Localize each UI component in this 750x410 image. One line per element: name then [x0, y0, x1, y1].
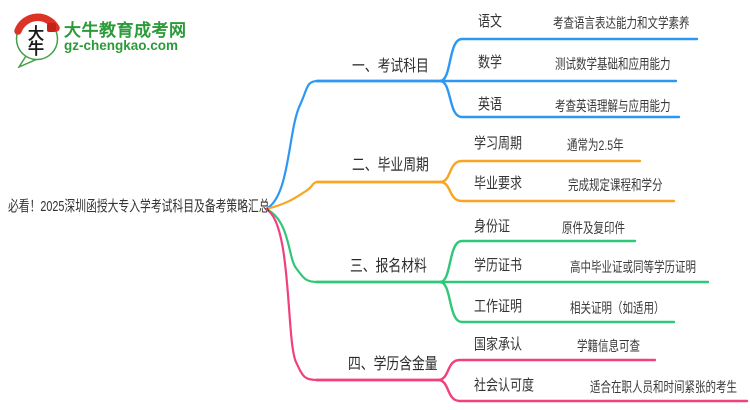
node-id-card-label: 身份证 — [474, 218, 511, 235]
node-id-card-desc: 原件及复印件 — [562, 220, 625, 236]
node-english-label: 英语 — [478, 96, 503, 113]
branch4-lines — [264, 207, 749, 403]
logo-bubble-icon — [12, 12, 68, 69]
branch2-child2-line — [438, 180, 676, 203]
branch3-child1-line — [438, 239, 637, 284]
branch-graduation-cycle: 二、毕业周期 — [352, 157, 429, 174]
site-logo[interactable]: 大牛 大牛教育成考网 gz-chengkao.com — [12, 12, 242, 70]
node-study-cycle-label: 学习周期 — [474, 135, 523, 152]
node-state-recognized-desc: 学籍信息可查 — [577, 338, 640, 354]
node-social-recognition-desc: 适合在职人员和时间紧张的考生 — [590, 379, 737, 395]
node-diploma-desc: 高中毕业证或同等学历证明 — [570, 259, 696, 275]
branch1-root-curve — [264, 79, 320, 211]
branch-degree-value: 四、学历含金量 — [348, 356, 438, 373]
branch1-lines — [264, 37, 699, 211]
node-work-proof-label: 工作证明 — [474, 298, 523, 315]
node-diploma-label: 学历证书 — [474, 257, 523, 274]
node-graduation-req-desc: 完成规定课程和学分 — [568, 177, 663, 193]
node-study-cycle-desc: 通常为2.5年 — [567, 137, 624, 153]
node-chinese-label: 语文 — [478, 13, 503, 30]
node-math-desc: 测试数学基础和应用能力 — [555, 56, 671, 72]
branch2-root-curve — [264, 180, 320, 211]
node-graduation-req-label: 毕业要求 — [474, 175, 523, 192]
logo-site-domain: gz-chengkao.com — [64, 38, 179, 53]
root-topic: 必看！2025深圳函授大专入学考试科目及备考策略汇总 — [8, 198, 270, 215]
branch4-root-curve — [264, 207, 320, 382]
branch3-root-curve — [264, 207, 320, 284]
branch-registration-materials: 三、报名材料 — [350, 258, 427, 275]
logo-seal-icon — [47, 23, 56, 32]
branch2-child1-line — [438, 159, 642, 184]
branch3-child3-line — [438, 280, 676, 324]
branch3-lines — [264, 207, 710, 324]
node-social-recognition-label: 社会认可度 — [474, 377, 535, 394]
node-english-desc: 考查英语理解与应用能力 — [555, 98, 671, 114]
logo-site-title: 大牛教育成考网 — [64, 21, 187, 40]
node-math-label: 数学 — [478, 54, 503, 71]
logo-mark-characters: 大牛 — [28, 26, 45, 58]
branch4-child2-line — [436, 378, 749, 403]
node-work-proof-desc: 相关证明（如适用） — [570, 300, 665, 316]
node-state-recognized-label: 国家承认 — [474, 336, 523, 353]
branch2-lines — [264, 159, 676, 211]
branch4-child1-line — [436, 358, 657, 382]
node-chinese-desc: 考查语言表达能力和文学素养 — [553, 15, 690, 31]
branch1-child1-line — [438, 37, 699, 83]
branch1-child3-line — [438, 79, 681, 119]
branch-exam-subjects: 一、考试科目 — [352, 58, 429, 75]
